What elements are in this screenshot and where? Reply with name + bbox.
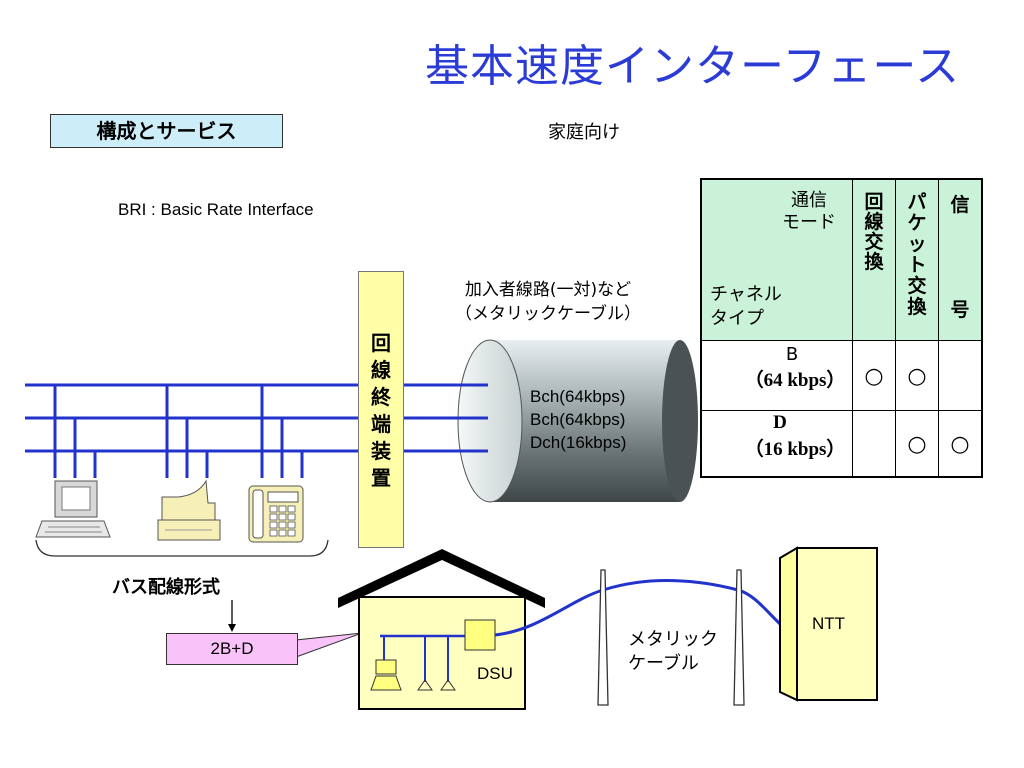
header-mode-1: 通信 [791, 190, 827, 211]
bus-config-box: 2B+D [166, 633, 298, 665]
down-arrow-icon [228, 600, 236, 632]
header-mode: 通信 モード [764, 190, 854, 234]
row-b-rate: （64 kbps） [744, 370, 846, 391]
dsu-label: DSU [477, 664, 513, 683]
row-b-label: B （64 kbps） [702, 344, 852, 392]
bus-drops [53, 385, 304, 478]
bri-label: BRI : Basic Rate Interface [118, 200, 314, 219]
header-type-2: タイプ [710, 308, 764, 329]
col-circuit-char: 線 [864, 211, 884, 233]
metal-cable-text-1: メタリック [628, 629, 718, 650]
section-label: 構成とサービス [50, 114, 283, 148]
metal-cable-text-2: ケーブル [628, 653, 699, 674]
metal-cable-line [494, 579, 798, 639]
computer-icon [35, 480, 111, 538]
bus-wiring-label: バス配線形式 [112, 577, 220, 598]
col-packet-char: パ [907, 191, 927, 213]
channel-b2: Bch(64kbps) [530, 410, 626, 429]
col-packet-char: 交 [907, 275, 927, 297]
telephone-icon [248, 485, 304, 543]
house-icon [338, 549, 545, 710]
row-d-signal-mark: ○ [950, 432, 970, 457]
row-b-circuit-mark: ○ [864, 364, 884, 389]
col-circuit-char: 換 [864, 251, 884, 273]
col-circuit-char: 交 [864, 231, 884, 253]
row-b-packet-mark: ○ [907, 364, 927, 389]
ntu-char: 装 [371, 439, 391, 463]
ntt-label: NTT [812, 614, 846, 633]
header-type: チャネル タイプ [710, 283, 782, 331]
col-packet-switching: パ ケ ッ ト 交 換 [896, 192, 938, 318]
service-table: 通信 モード チャネル タイプ 回 線 交 換 パ ケ ッ ト 交 換 信 号 … [700, 178, 983, 478]
callout-pointer [295, 632, 363, 658]
network-termination-unit: 回 線 終 端 装 置 [358, 271, 404, 548]
ntu-char: 置 [371, 466, 391, 490]
channel-d: Dch(16kbps) [530, 433, 627, 452]
page-title: 基本速度インターフェース [425, 41, 961, 92]
home-label: 家庭向け [548, 122, 620, 143]
header-type-1: チャネル [710, 284, 782, 305]
device-group-brace [35, 539, 329, 557]
metal-cable-label: メタリック ケーブル [628, 628, 718, 676]
col-signal-bottom: 号 [950, 299, 970, 321]
col-signal-top: 信 [950, 194, 970, 216]
ntu-char: 線 [371, 358, 391, 382]
subscriber-line-text-1: 加入者線路(一対)など [464, 280, 632, 300]
fax-icon [157, 479, 221, 541]
channel-b1: Bch(64kbps) [530, 387, 626, 406]
ntu-char: 終 [371, 385, 391, 409]
ntu-char: 回 [371, 331, 391, 355]
utility-pole-icon [597, 569, 745, 706]
row-d-rate: （16 kbps） [744, 439, 846, 460]
subscriber-line-text-2: （メタリックケーブル） [455, 304, 641, 324]
cable-cylinder-icon [457, 339, 698, 503]
row-d-name: D [773, 412, 787, 433]
subscriber-line-label: 加入者線路(一対)など （メタリックケーブル） [455, 278, 641, 326]
channel-list: Bch(64kbps) Bch(64kbps) Dch(16kbps) [530, 385, 626, 454]
col-packet-char: ケ [907, 212, 927, 234]
col-packet-char: 換 [907, 296, 927, 318]
row-d-label: D （16 kbps） [702, 412, 852, 461]
header-mode-2: モード [782, 212, 836, 233]
ntu-char: 端 [371, 412, 391, 436]
col-packet-char: ッ [907, 233, 927, 255]
col-circuit-char: 回 [864, 191, 884, 213]
row-b-name: B [785, 344, 799, 365]
row-d-packet-mark: ○ [907, 432, 927, 457]
bus-lines [25, 383, 488, 453]
ntt-building-icon [779, 546, 878, 702]
col-circuit-switching: 回 線 交 換 [853, 192, 895, 272]
col-packet-char: ト [907, 254, 927, 276]
